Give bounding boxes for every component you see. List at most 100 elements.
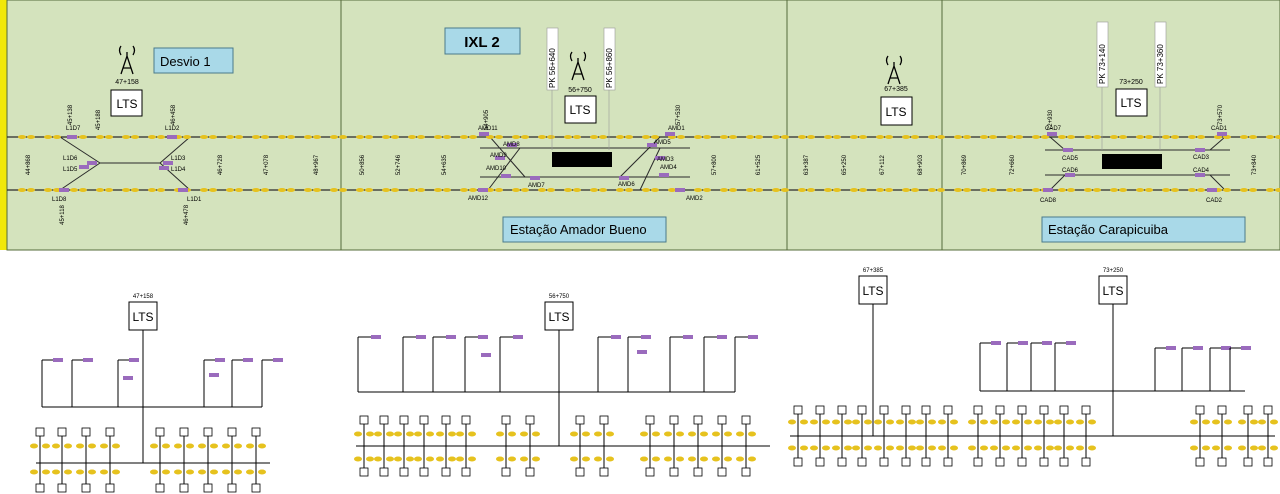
switch-motor-icon bbox=[167, 135, 177, 139]
switch-motor-icon bbox=[123, 376, 133, 380]
node-square bbox=[419, 467, 429, 477]
switch-motor-icon bbox=[655, 156, 665, 160]
balise bbox=[980, 419, 988, 425]
balise bbox=[366, 431, 374, 437]
switch-motor-icon bbox=[495, 156, 505, 160]
balise bbox=[112, 443, 120, 449]
balise bbox=[864, 445, 872, 451]
lts-pos-4: 73+250 bbox=[1119, 79, 1143, 86]
node-square bbox=[575, 467, 585, 477]
balise bbox=[1258, 419, 1266, 425]
balise bbox=[1224, 419, 1232, 425]
balise bbox=[1084, 188, 1101, 192]
balise bbox=[664, 456, 672, 462]
balise bbox=[1188, 188, 1205, 192]
switch-motor-icon bbox=[1195, 148, 1205, 152]
balise bbox=[96, 188, 113, 192]
pk-marker-1: PK 56+640 bbox=[548, 48, 557, 88]
balise bbox=[30, 469, 38, 475]
node-square bbox=[1059, 405, 1069, 415]
label-box-amador bbox=[502, 216, 667, 243]
switch-motor-icon bbox=[481, 353, 491, 357]
balise bbox=[1066, 445, 1074, 451]
balise bbox=[980, 135, 997, 139]
node-square bbox=[1039, 457, 1049, 467]
switch-motor-icon bbox=[659, 173, 669, 177]
balise bbox=[162, 469, 170, 475]
balise bbox=[112, 469, 120, 475]
km-label: 63+387 bbox=[804, 154, 810, 175]
balise bbox=[652, 456, 660, 462]
balise bbox=[52, 469, 60, 475]
lts-node-label: LTS bbox=[862, 284, 883, 298]
lts-top-4: 73+250 LTS bbox=[1115, 79, 1148, 117]
km-label: 47+078 bbox=[264, 154, 270, 175]
balise bbox=[408, 135, 425, 139]
balise bbox=[1266, 188, 1280, 192]
balise bbox=[810, 445, 818, 451]
balise bbox=[150, 443, 158, 449]
balise bbox=[278, 135, 295, 139]
node-square bbox=[921, 457, 931, 467]
balise bbox=[406, 456, 414, 462]
balise bbox=[174, 443, 182, 449]
lts-pos-3: 67+385 bbox=[884, 86, 908, 93]
switch-motor-icon bbox=[717, 335, 727, 339]
balise bbox=[186, 469, 194, 475]
node-square bbox=[501, 467, 511, 477]
balise bbox=[928, 445, 936, 451]
switch-motor-icon bbox=[1047, 132, 1057, 136]
lts-top-1: 47+158 LTS bbox=[110, 79, 143, 117]
balise bbox=[42, 443, 50, 449]
balise bbox=[520, 431, 528, 437]
balise bbox=[810, 419, 818, 425]
balise bbox=[616, 188, 633, 192]
switch-motor-icon bbox=[611, 335, 621, 339]
balise bbox=[456, 456, 464, 462]
balise bbox=[1250, 419, 1258, 425]
balise bbox=[938, 445, 946, 451]
balise bbox=[366, 456, 374, 462]
switch-motor-icon bbox=[59, 188, 69, 192]
node-square bbox=[693, 467, 703, 477]
balise bbox=[1266, 135, 1280, 139]
balise bbox=[408, 188, 425, 192]
switch-motor-icon bbox=[87, 161, 97, 165]
km-label: 73+570 bbox=[1218, 104, 1224, 125]
km-label: 46+478 bbox=[184, 204, 190, 225]
balise bbox=[896, 445, 904, 451]
balise bbox=[876, 188, 893, 192]
balise bbox=[688, 456, 696, 462]
node-square bbox=[837, 405, 847, 415]
balise bbox=[162, 443, 170, 449]
balise bbox=[724, 431, 732, 437]
km-label: 52+746 bbox=[396, 154, 402, 175]
antenna-icon bbox=[885, 55, 903, 85]
node-square bbox=[1081, 405, 1091, 415]
node-square bbox=[461, 415, 471, 425]
switch-motor-icon bbox=[619, 176, 629, 180]
node-square bbox=[669, 467, 679, 477]
km-label: 45+138 bbox=[68, 104, 74, 125]
balise bbox=[508, 456, 516, 462]
balise bbox=[394, 456, 402, 462]
switch-motor-icon bbox=[675, 188, 685, 192]
balise bbox=[512, 188, 529, 192]
km-label: 45+118 bbox=[60, 204, 66, 224]
balise bbox=[640, 431, 648, 437]
balise bbox=[234, 469, 242, 475]
switch-label: AMD10 bbox=[486, 166, 507, 172]
balise bbox=[122, 135, 139, 139]
balise bbox=[1238, 419, 1246, 425]
balise bbox=[18, 135, 35, 139]
node-square bbox=[815, 405, 825, 415]
node-square bbox=[203, 427, 213, 437]
balise bbox=[426, 456, 434, 462]
km-label: 44+868 bbox=[26, 154, 32, 175]
balise bbox=[1202, 445, 1210, 451]
balise bbox=[1258, 445, 1266, 451]
switch-motor-icon bbox=[79, 165, 89, 169]
